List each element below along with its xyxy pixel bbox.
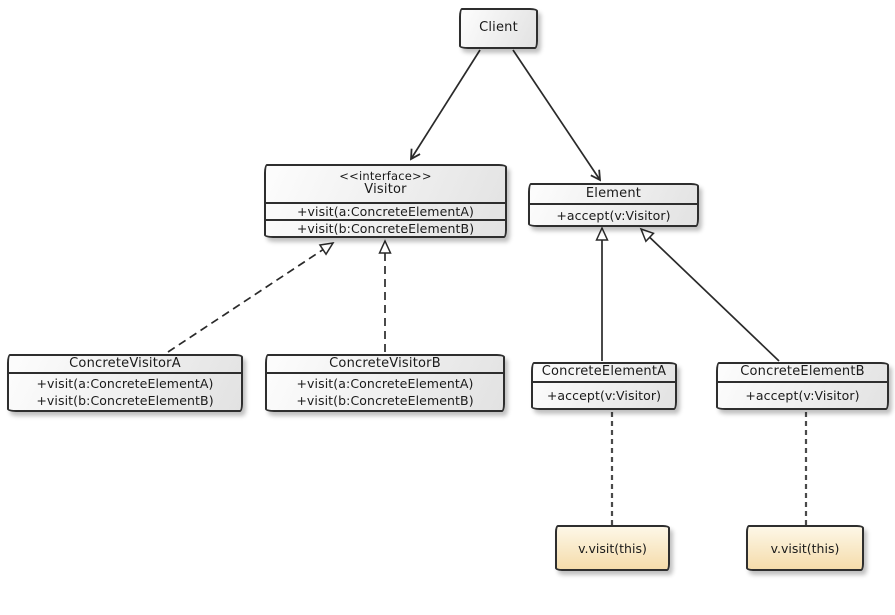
class-box-concrete-visitor-a: ConcreteVisitorA +visit(a:ConcreteElemen… [7,354,243,412]
class-header: ConcreteVisitorA [9,356,241,372]
class-box-concrete-element-a: ConcreteElementA +accept(v:Visitor) [531,362,677,410]
method-visit-b: +visit(b:ConcreteElementB) [296,393,474,408]
note-v-visit-this-a: v.visit(this) [555,525,670,571]
method-compartment: +visit(a:ConcreteElementA) +visit(b:Conc… [9,372,241,410]
class-name-element: Element [585,185,642,201]
realization-concretevisitora-to-visitor [167,242,335,353]
class-name-visitor: Visitor [364,182,407,198]
method-visit-a: +visit(a:ConcreteElementA) [296,376,474,391]
class-header: <<interface>> Visitor [266,166,505,202]
note-v-visit-this-b: v.visit(this) [746,525,864,571]
class-name-concrete-element-a: ConcreteElementA [541,364,667,380]
method-accept: +accept(v:Visitor) [745,388,860,403]
method-compartment: +accept(v:Visitor) [530,203,697,225]
note-text: v.visit(this) [770,540,840,556]
method-compartment: +accept(v:Visitor) [718,381,887,408]
association-client-to-element [512,49,602,182]
class-header: ConcreteElementB [718,364,887,381]
class-name-concrete-element-b: ConcreteElementB [740,364,865,380]
class-name-concrete-visitor-b: ConcreteVisitorB [329,355,441,371]
class-box-concrete-element-b: ConcreteElementB +accept(v:Visitor) [716,362,889,410]
class-name-client: Client [479,20,518,36]
class-box-element: Element +accept(v:Visitor) [528,183,699,227]
class-header: Element [530,185,697,203]
method-accept: +accept(v:Visitor) [546,388,662,403]
method-compartment: +accept(v:Visitor) [533,381,675,408]
method-compartment: +visit(b:ConcreteElementB) [266,219,505,236]
method-accept: +accept(v:Visitor) [556,207,671,223]
method-compartment: +visit(a:ConcreteElementA) +visit(b:Conc… [267,372,503,410]
method-compartment: +visit(a:ConcreteElementA) [266,202,505,219]
class-box-visitor: <<interface>> Visitor +visit(a:ConcreteE… [264,164,507,238]
association-client-to-visitor [410,49,481,161]
method-visit-b: +visit(b:ConcreteElementB) [36,393,214,408]
class-box-concrete-visitor-b: ConcreteVisitorB +visit(a:ConcreteElemen… [265,354,505,412]
class-header: ConcreteVisitorB [267,356,503,372]
class-name-concrete-visitor-a: ConcreteVisitorA [69,355,181,371]
method-visit-a: +visit(a:ConcreteElementA) [296,204,475,219]
class-box-client: Client [459,8,538,49]
class-header: Client [461,10,536,47]
stereotype-label: <<interface>> [339,168,432,183]
note-text: v.visit(this) [578,540,647,556]
generalization-concreteelementb-to-element [639,227,780,362]
method-visit-b: +visit(b:ConcreteElementB) [296,221,475,236]
class-header: ConcreteElementA [533,364,675,381]
method-visit-a: +visit(a:ConcreteElementA) [36,376,214,391]
